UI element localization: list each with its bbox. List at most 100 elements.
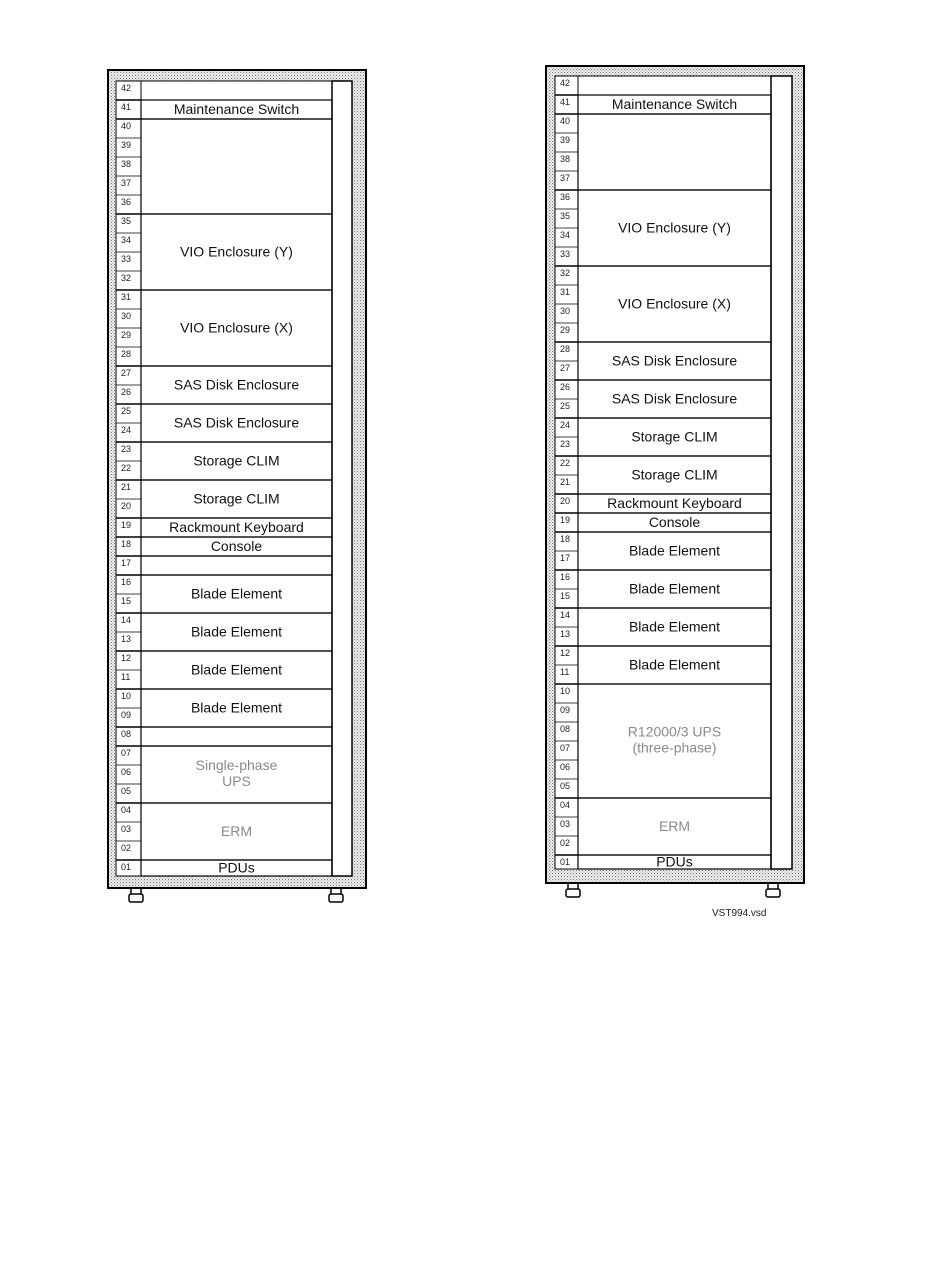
file-name-label: VST994.vsd bbox=[712, 908, 767, 919]
unit-number-11: 11 bbox=[121, 672, 130, 682]
unit-number-07: 07 bbox=[560, 743, 570, 753]
unit-number-40: 40 bbox=[560, 116, 570, 126]
unit-number-42: 42 bbox=[560, 78, 570, 88]
unit-number-14: 14 bbox=[560, 610, 570, 620]
rack-rail bbox=[331, 80, 353, 877]
unit-number-04: 04 bbox=[560, 800, 570, 810]
unit-number-31: 31 bbox=[560, 287, 570, 297]
unit-number-15: 15 bbox=[560, 591, 570, 601]
unit-number-13: 13 bbox=[121, 634, 131, 644]
unit-number-37: 37 bbox=[560, 173, 570, 183]
unit-number-29: 29 bbox=[121, 330, 131, 340]
component-label: Blade Element bbox=[191, 662, 282, 678]
component-slot bbox=[140, 859, 333, 877]
unit-number-24: 24 bbox=[121, 425, 131, 435]
component-label: Storage CLIM bbox=[631, 467, 717, 483]
component-label: Storage CLIM bbox=[193, 453, 279, 469]
component-label: Blade Element bbox=[629, 581, 720, 597]
unit-number-12: 12 bbox=[560, 648, 570, 658]
unit-number-25: 25 bbox=[121, 406, 131, 416]
unit-number-05: 05 bbox=[560, 781, 570, 791]
unit-number-03: 03 bbox=[560, 819, 570, 829]
unit-number-24: 24 bbox=[560, 420, 570, 430]
rack-rail bbox=[770, 75, 793, 870]
unit-number-23: 23 bbox=[121, 444, 131, 454]
unit-number-05: 05 bbox=[121, 786, 131, 796]
unit-number-26: 26 bbox=[560, 382, 570, 392]
unit-number-39: 39 bbox=[560, 135, 570, 145]
unit-number-25: 25 bbox=[560, 401, 570, 411]
component-label: Blade Element bbox=[629, 619, 720, 635]
unit-number-04: 04 bbox=[121, 805, 131, 815]
component-label: Storage CLIM bbox=[193, 491, 279, 507]
rack-right: 4241403938373635343332313029282726252423… bbox=[545, 65, 805, 898]
component-label-line2: (three-phase) bbox=[632, 740, 716, 756]
component-label: ERM bbox=[221, 823, 252, 839]
unit-number-40: 40 bbox=[121, 121, 131, 131]
unit-number-20: 20 bbox=[121, 501, 131, 511]
rack-left: 4241403938373635343332313029282726252423… bbox=[107, 69, 367, 903]
unit-number-01: 01 bbox=[121, 862, 131, 872]
unit-number-16: 16 bbox=[560, 572, 570, 582]
unit-number-33: 33 bbox=[560, 249, 570, 259]
component-label: ERM bbox=[659, 818, 690, 834]
unit-number-08: 08 bbox=[121, 729, 131, 739]
component-label: Console bbox=[211, 538, 263, 554]
component-label: SAS Disk Enclosure bbox=[612, 353, 737, 369]
component-label: SAS Disk Enclosure bbox=[612, 391, 737, 407]
unit-number-27: 27 bbox=[121, 368, 131, 378]
component-label: Rackmount Keyboard bbox=[169, 519, 304, 535]
unit-number-18: 18 bbox=[560, 534, 570, 544]
unit-number-32: 32 bbox=[121, 273, 131, 283]
unit-number-38: 38 bbox=[560, 154, 570, 164]
unit-number-27: 27 bbox=[560, 363, 570, 373]
unit-number-06: 06 bbox=[121, 767, 131, 777]
rack-foot bbox=[128, 888, 144, 903]
unit-number-35: 35 bbox=[121, 216, 131, 226]
unit-number-28: 28 bbox=[121, 349, 131, 359]
component-slot bbox=[577, 854, 772, 870]
unit-number-07: 07 bbox=[121, 748, 131, 758]
unit-number-12: 12 bbox=[121, 653, 131, 663]
unit-number-32: 32 bbox=[560, 268, 570, 278]
unit-number-02: 02 bbox=[560, 838, 570, 848]
unit-number-10: 10 bbox=[121, 691, 131, 701]
unit-number-01: 01 bbox=[560, 857, 570, 867]
unit-number-38: 38 bbox=[121, 159, 131, 169]
unit-number-41: 41 bbox=[121, 102, 131, 112]
unit-number-36: 36 bbox=[121, 197, 131, 207]
rack-interior bbox=[554, 75, 772, 870]
component-label: VIO Enclosure (X) bbox=[180, 320, 293, 336]
component-label: SAS Disk Enclosure bbox=[174, 415, 299, 431]
unit-number-41: 41 bbox=[560, 97, 570, 107]
rack-foot bbox=[565, 883, 581, 898]
unit-number-21: 21 bbox=[560, 477, 570, 487]
unit-number-39: 39 bbox=[121, 140, 131, 150]
component-label: Rackmount Keyboard bbox=[607, 495, 742, 511]
unit-number-30: 30 bbox=[560, 306, 570, 316]
component-label-line2: UPS bbox=[222, 773, 251, 789]
component-label: Blade Element bbox=[629, 543, 720, 559]
component-label: PDUs bbox=[218, 860, 255, 876]
unit-number-22: 22 bbox=[121, 463, 131, 473]
rack-foot bbox=[765, 883, 781, 898]
component-label: VIO Enclosure (Y) bbox=[618, 220, 731, 236]
unit-number-17: 17 bbox=[560, 553, 570, 563]
unit-number-37: 37 bbox=[121, 178, 131, 188]
unit-number-09: 09 bbox=[560, 705, 570, 715]
unit-number-16: 16 bbox=[121, 577, 131, 587]
unit-number-34: 34 bbox=[121, 235, 131, 245]
unit-number-33: 33 bbox=[121, 254, 131, 264]
unit-number-21: 21 bbox=[121, 482, 131, 492]
rack-foot bbox=[328, 888, 344, 903]
unit-number-28: 28 bbox=[560, 344, 570, 354]
unit-number-42: 42 bbox=[121, 83, 131, 93]
unit-number-31: 31 bbox=[121, 292, 131, 302]
unit-number-35: 35 bbox=[560, 211, 570, 221]
unit-number-19: 19 bbox=[121, 520, 131, 530]
component-label: Blade Element bbox=[191, 624, 282, 640]
component-label: Maintenance Switch bbox=[174, 101, 299, 117]
unit-number-06: 06 bbox=[560, 762, 570, 772]
component-label: Storage CLIM bbox=[631, 429, 717, 445]
